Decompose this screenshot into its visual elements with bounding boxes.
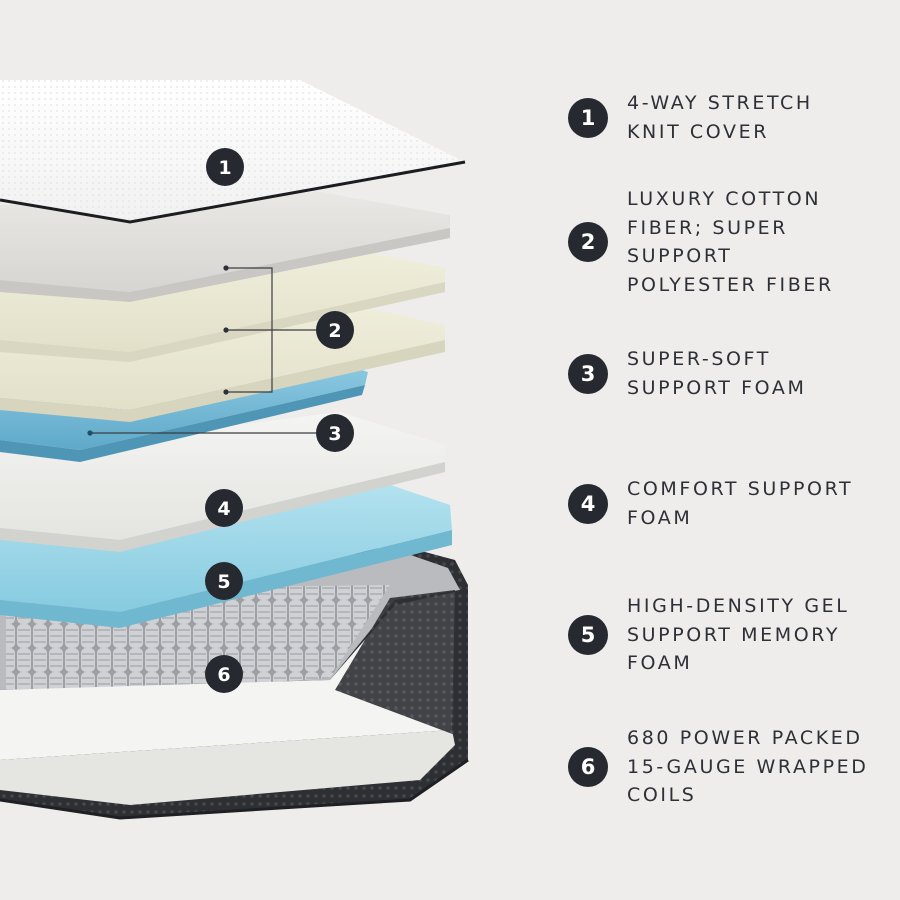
svg-text:2: 2 [328, 320, 341, 342]
legend-label-line: SUPPORT MEMORY [627, 623, 841, 646]
layer-marker-5: 5 [205, 562, 243, 600]
layer-marker-6: 6 [205, 655, 243, 693]
layer-marker-3: 3 [316, 414, 354, 452]
legend-label-line: FOAM [627, 652, 693, 674]
legend-number-badge: 2 [568, 222, 608, 262]
legend-item-4: 4 COMFORT SUPPORT FOAM [568, 475, 853, 532]
layer-marker-4: 4 [205, 489, 243, 527]
legend-item-3: 3 SUPER-SOFT SUPPORT FOAM [568, 345, 806, 402]
legend-label-line: FIBER; SUPER [627, 216, 789, 239]
legend-number-badge: 6 [568, 746, 608, 787]
legend-label-line: 680 POWER PACKED [627, 727, 863, 749]
legend-label: HIGH-DENSITY GEL SUPPORT MEMORY FOAM [627, 592, 849, 678]
legend-label-line: 4-WAY STRETCH [627, 92, 813, 114]
legend-item-6: 6 680 POWER PACKED 15-GAUGE WRAPPED COIL… [568, 724, 869, 810]
svg-text:6: 6 [217, 664, 230, 686]
legend-label: COMFORT SUPPORT FOAM [627, 475, 853, 532]
layer-marker-1: 1 [206, 148, 244, 186]
legend-number-badge: 3 [568, 353, 608, 394]
fiber-leader-lines [226, 267, 316, 393]
legend-number-badge: 1 [568, 97, 608, 138]
legend-label-line: KNIT COVER [627, 120, 770, 143]
leader-dot [223, 265, 229, 271]
svg-text:5: 5 [217, 571, 230, 593]
svg-text:3: 3 [328, 423, 341, 445]
legend-label-line: SUPPORT [627, 245, 733, 267]
legend-label-line: 15-GAUGE WRAPPED [627, 755, 869, 778]
legend-item-1: 1 4-WAY STRETCH KNIT COVER [568, 89, 813, 146]
legend-number-badge: 5 [568, 614, 608, 655]
leader-dot [223, 327, 229, 333]
legend-label: 4-WAY STRETCH KNIT COVER [627, 89, 813, 146]
legend-number-badge: 4 [568, 483, 608, 524]
legend-item-2: 2 LUXURY COTTON FIBER; SUPER SUPPORT POL… [568, 185, 834, 299]
legend-label-line: LUXURY COTTON [627, 188, 822, 210]
layer-marker-2: 2 [316, 311, 354, 349]
legend-label-line: COILS [627, 784, 697, 806]
legend-label: SUPER-SOFT SUPPORT FOAM [627, 345, 806, 402]
legend-label: 680 POWER PACKED 15-GAUGE WRAPPED COILS [627, 724, 869, 810]
legend-label-line: COMFORT SUPPORT [627, 478, 854, 500]
legend-label-line: SUPER-SOFT [627, 348, 771, 370]
legend-label: LUXURY COTTON FIBER; SUPER SUPPORT POLYE… [627, 185, 834, 299]
legend-label-line: HIGH-DENSITY GEL [627, 595, 850, 617]
leader-dot [87, 430, 93, 436]
layer-legend: 1 4-WAY STRETCH KNIT COVER 2 LUXURY COTT… [568, 0, 898, 900]
legend-item-5: 5 HIGH-DENSITY GEL SUPPORT MEMORY FOAM [568, 592, 849, 678]
svg-text:1: 1 [218, 157, 231, 179]
legend-label-line: FOAM [627, 506, 693, 529]
legend-label-line: POLYESTER FIBER [627, 273, 834, 296]
leader-dot [223, 389, 229, 395]
legend-label-line: SUPPORT FOAM [627, 376, 807, 399]
svg-text:4: 4 [217, 498, 230, 520]
